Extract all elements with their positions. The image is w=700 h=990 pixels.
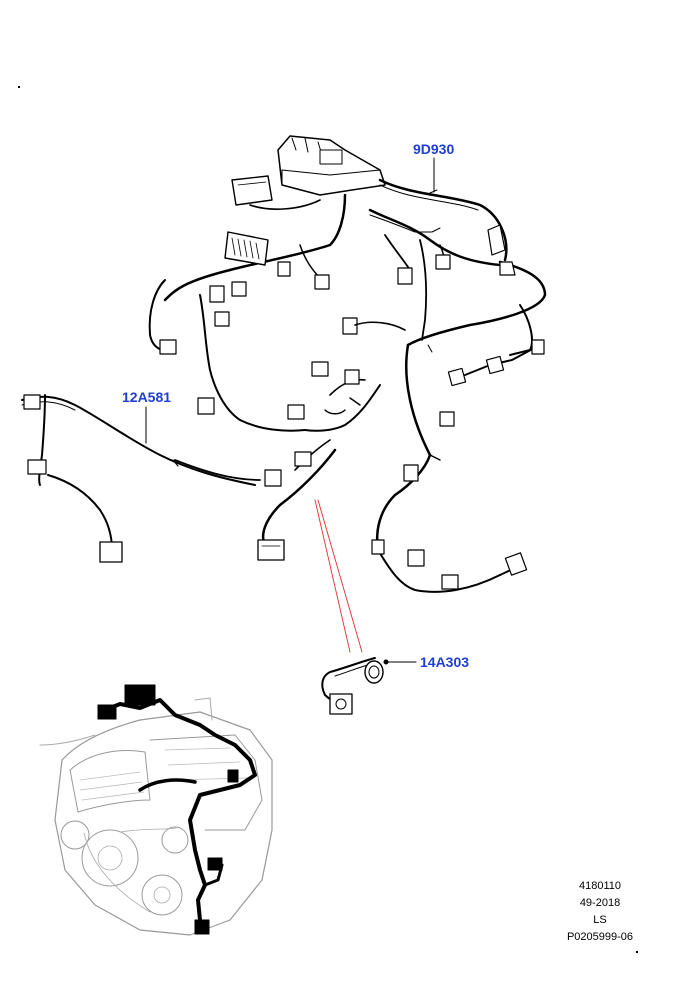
reference-line-3: LS: [593, 914, 607, 926]
harness-9d930[interactable]: [148, 135, 547, 593]
engine-locator-illustration: [39, 684, 273, 936]
harness-12a581[interactable]: [21, 394, 256, 563]
detail-leader-lines: [314, 499, 363, 653]
callout-14a303[interactable]: 14A303: [420, 654, 470, 670]
harness-14a303[interactable]: [321, 657, 417, 715]
reference-line-1: 4180110: [578, 880, 621, 892]
drawing-reference-block: 4180110 49-2018 LS P0205999-06: [548, 878, 652, 946]
callout-9d930[interactable]: 9D930: [413, 141, 455, 157]
stray-mark: [18, 86, 20, 88]
callout-12a581[interactable]: 12A581: [122, 389, 172, 405]
reference-line-2: 49-2018: [579, 897, 621, 909]
reference-line-4: P0205999-06: [566, 931, 634, 943]
stray-mark: [636, 951, 638, 953]
